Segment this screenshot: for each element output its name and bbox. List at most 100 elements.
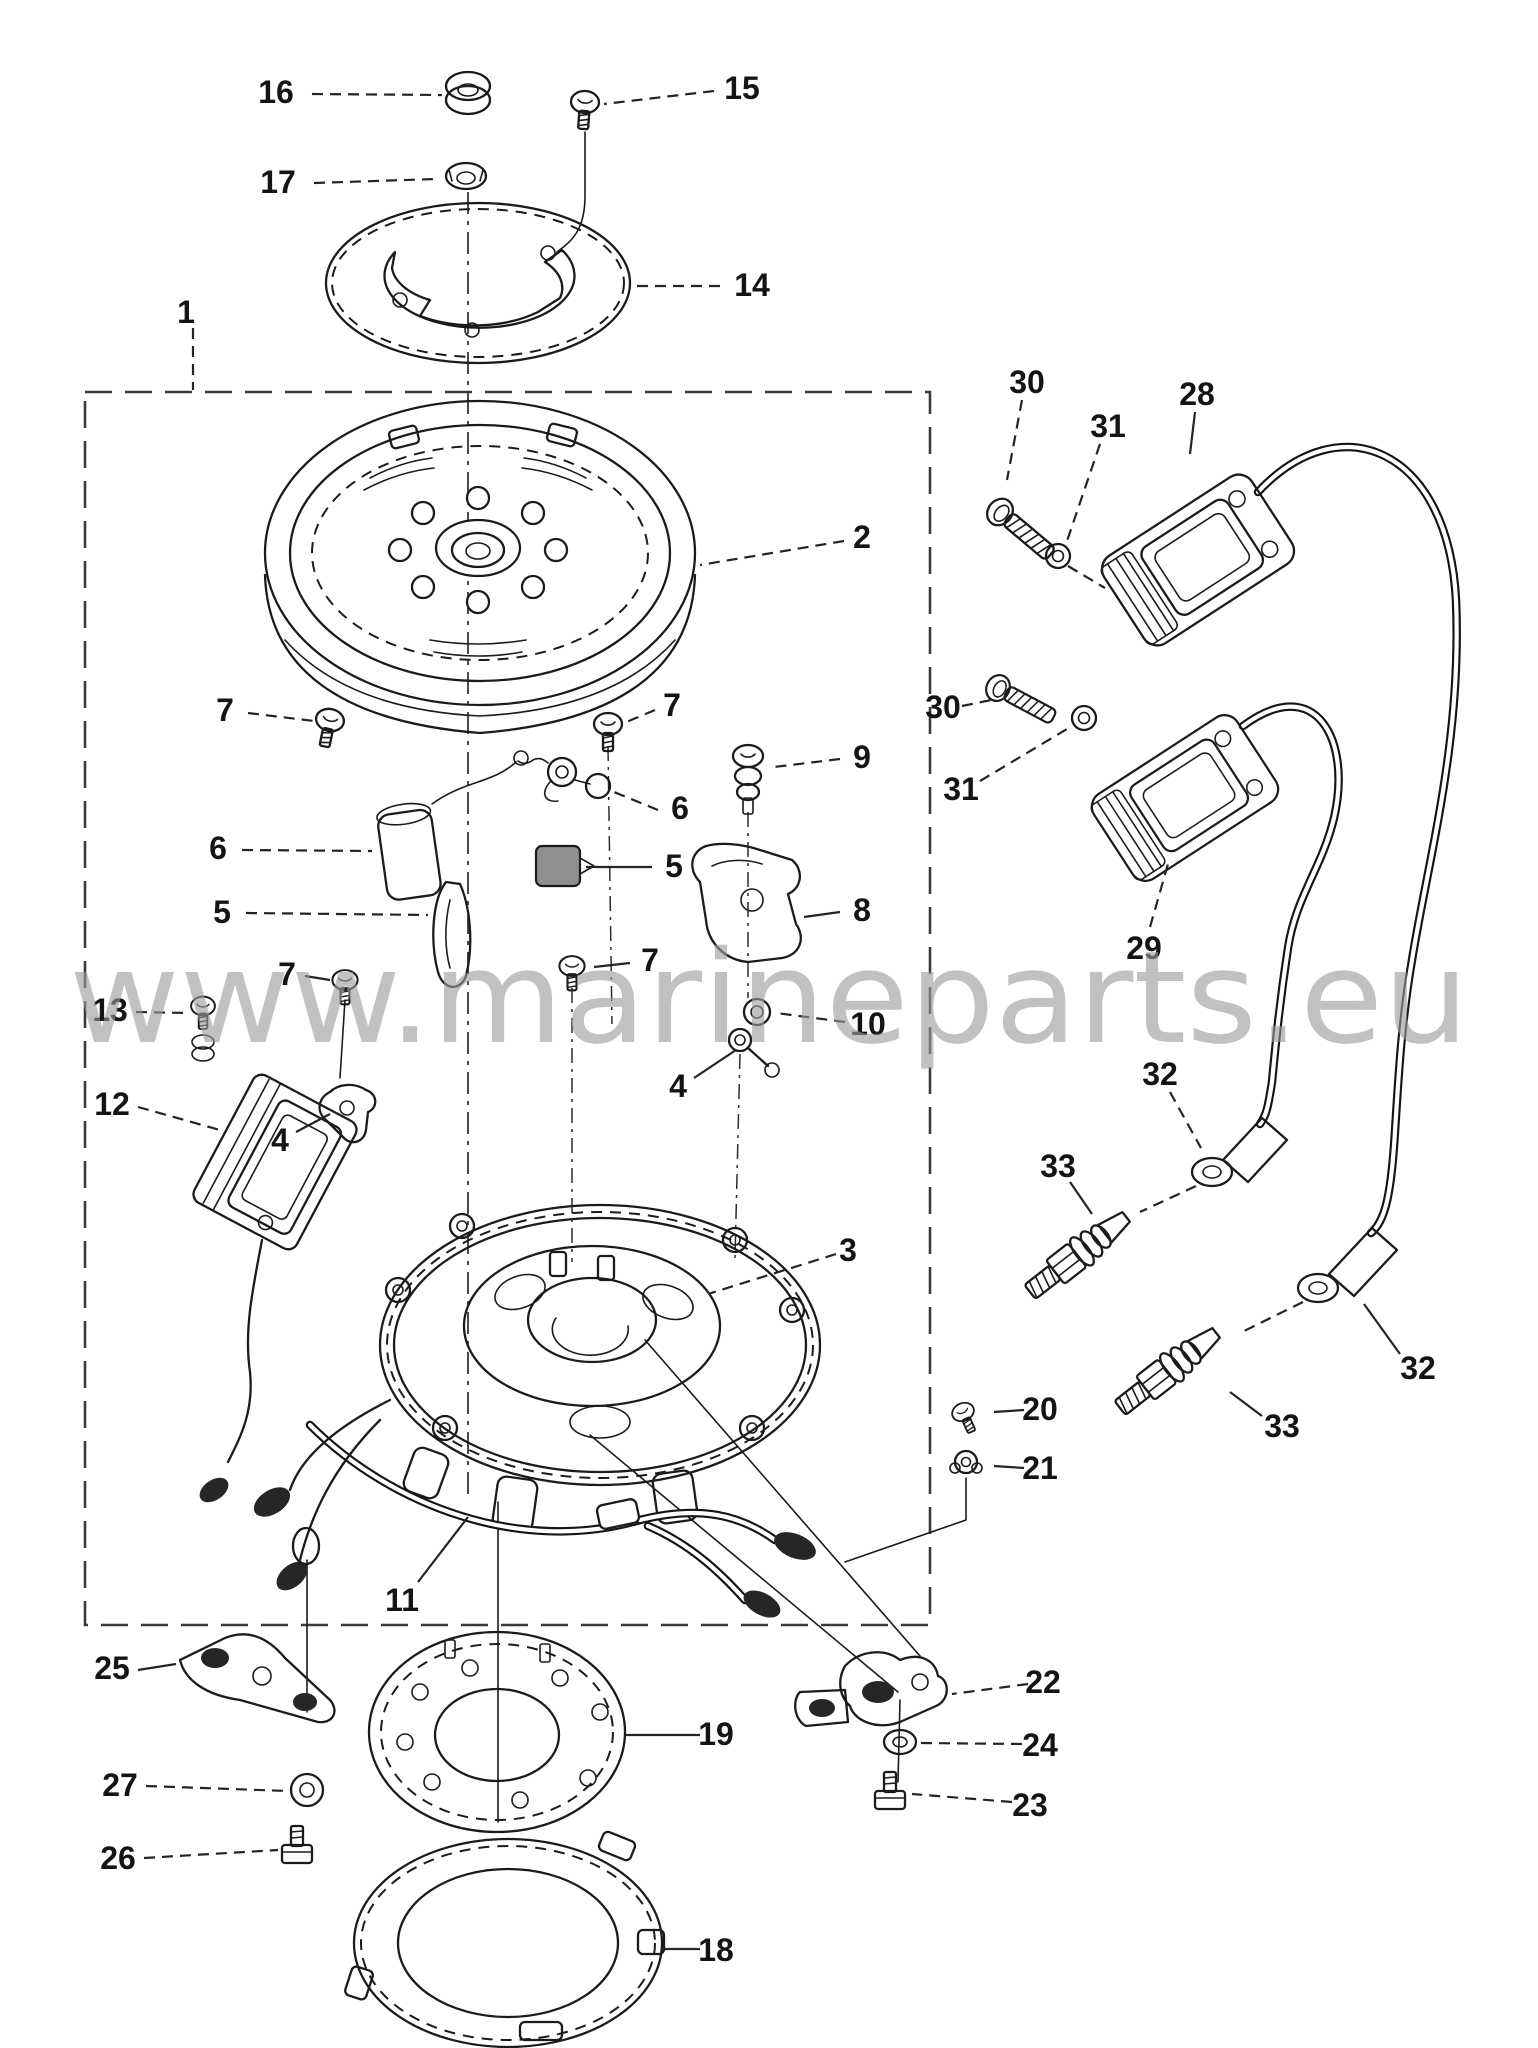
screw-15-position-line [556,131,586,253]
leader-line-23-36 [911,1792,1013,1804]
leader-line-8-16 [803,910,841,919]
screw-30b [980,669,1061,731]
watermark: www.marineparts.eu [69,924,1469,1073]
washer-27 [289,1772,325,1808]
washer-31a-line [1067,565,1106,589]
leader-line-30-17 [961,697,997,708]
part-label-29-19: 29 [1126,930,1162,966]
part-label-15-3: 15 [724,70,760,106]
spark-lead-29-inner [1240,704,1341,1127]
part-label-18-42: 18 [698,1932,734,1968]
leader-line-25-38 [137,1662,177,1672]
part-label-31-7: 31 [1090,408,1126,444]
cam-follower-4a [318,1083,377,1144]
part-label-19-41: 19 [698,1716,734,1752]
leader-line-6-12 [613,790,659,812]
washer-24 [882,1728,918,1756]
ignition-coil-28 [1094,467,1302,653]
part-label-12-23: 12 [94,1086,130,1122]
leader-line-32-30 [1363,1303,1401,1355]
screw-7a [309,705,348,751]
leader-line-16-1 [311,92,443,97]
part-label-22-34: 22 [1025,1664,1061,1700]
part-label-8-16: 8 [853,892,871,928]
part-label-3-27: 3 [839,1232,857,1268]
cam-follower-4b [727,1027,780,1078]
part-label-7-9: 7 [216,692,234,728]
retainer-ring-18 [344,1830,666,2048]
leader-line-15-3 [603,89,715,106]
part-label-25-38: 25 [94,1650,130,1686]
leader-line-10-26 [775,1011,846,1024]
leader-line-31-18 [979,725,1073,782]
part-label-30-6: 30 [1009,364,1045,400]
condenser-6a [376,802,442,901]
screw-15 [568,88,601,132]
flywheel-2 [263,399,697,735]
part-label-5-14: 5 [665,848,683,884]
part-label-4-25: 4 [669,1068,687,1104]
leader-line-3-27 [707,1252,837,1296]
leader-line-4-25 [693,1049,737,1079]
bracket-22 [794,1651,948,1728]
bracket-8 [691,842,802,964]
bolt-26 [280,1824,314,1865]
leader-line-12-23 [137,1105,221,1132]
part-label-6-12: 6 [671,790,689,826]
align-line-7d [339,999,346,1079]
leader-line-30-6 [1005,399,1024,481]
leader-line-33-31 [1229,1391,1263,1417]
leader-line-26-40 [143,1848,279,1860]
part-label-27-39: 27 [102,1767,138,1803]
align-line-7b [607,745,613,1025]
plug-boot-32a [1190,1116,1289,1188]
screw-30a [980,492,1061,567]
leader-line-7-20 [593,961,631,969]
washer-16 [444,70,492,116]
leader-line-13-22 [135,1010,189,1015]
part-label-2-5: 2 [853,519,871,555]
leader-line-9-11 [773,757,841,769]
leader-line-20-32 [993,1408,1025,1414]
leader-line-7-21 [304,974,331,982]
contact-lever-5a [432,880,472,988]
part-label-13-22: 13 [92,992,128,1028]
leader-line-7-9 [247,711,315,723]
nut-21 [949,1449,983,1475]
part-label-17-2: 17 [260,164,296,200]
wedge-block-5b [534,844,595,888]
bolt-23 [873,1770,907,1811]
align-line-23 [897,1699,901,1783]
part-label-33-31: 33 [1264,1408,1300,1444]
part-label-21-33: 21 [1022,1450,1058,1486]
leader-line-4-24 [295,1113,331,1133]
part-label-7-21: 7 [278,956,296,992]
screw-20 [948,1398,983,1438]
part-label-11-37: 11 [385,1582,419,1618]
washer-10 [742,997,772,1027]
part-label-7-10: 7 [663,687,681,723]
part-label-32-28: 32 [1142,1056,1178,1092]
leader-line-33-29 [1069,1181,1093,1215]
spark-plug-33a [1018,1202,1138,1307]
transfer-line-21 [844,1477,967,1563]
part-label-6-13: 6 [209,830,227,866]
support-plate-19 [367,1630,627,1834]
bracket-25 [178,1633,336,1724]
part-label-1-0: 1 [177,294,195,330]
condenser-wire-eyelet [513,750,529,766]
spark-lead-28-inner [1255,444,1459,1236]
leader-line-22-34 [951,1682,1029,1696]
leader-line-31-7 [1064,443,1102,545]
transfer-line-22a [644,1339,921,1657]
starter-cup-plate-14 [324,201,632,365]
leader-line-32-28 [1169,1091,1202,1149]
part-label-28-8: 28 [1179,376,1215,412]
screw-9 [731,743,765,815]
part-label-20-32: 20 [1022,1391,1058,1427]
screw-13 [190,995,216,1062]
part-label-33-29: 33 [1040,1148,1076,1184]
coil-12-lead-wire [226,1238,264,1464]
leader-line-7-10 [623,708,656,725]
